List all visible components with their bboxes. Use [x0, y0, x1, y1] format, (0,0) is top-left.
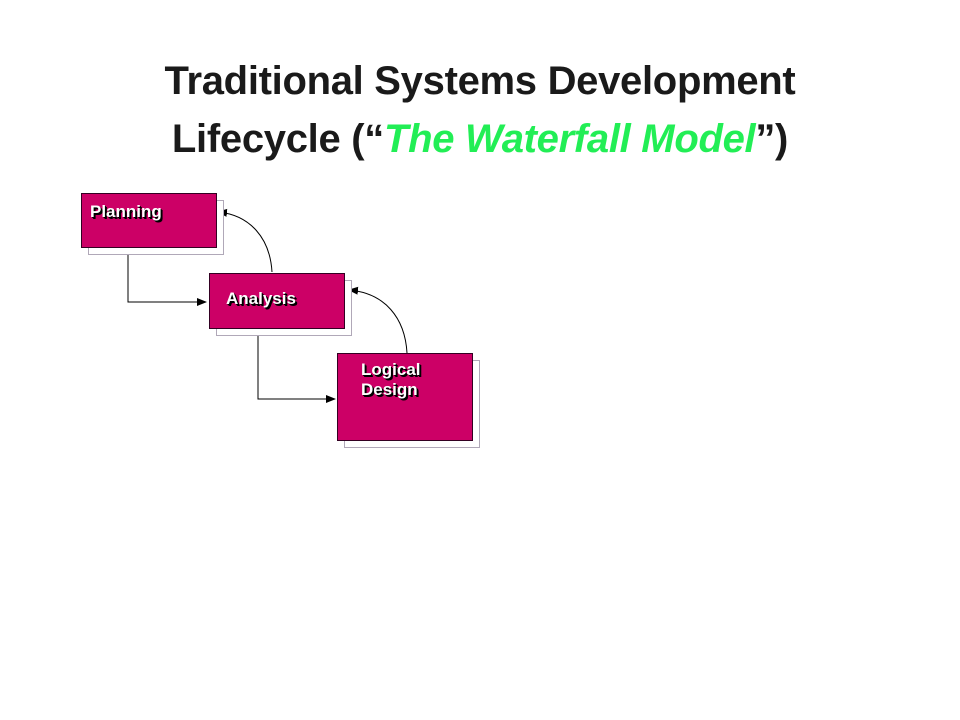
connector-planning-to-analysis [127, 247, 207, 306]
title-prefix: Lifecycle (“ [171, 117, 384, 161]
phase-label-logical: Logical [361, 360, 421, 379]
phase-box-logical-design [337, 353, 473, 441]
title-accent: The Waterfall Model [383, 117, 756, 161]
phase-label-logical-design: Logical Design [361, 360, 421, 400]
phase-label-design: Design [361, 380, 418, 399]
connector-analysis-to-logical-design [257, 328, 336, 403]
title-line-2: Lifecycle (“The Waterfall Model”) [0, 110, 960, 168]
phase-box-analysis [209, 273, 345, 329]
slide-title: Traditional Systems Development Lifecycl… [0, 52, 960, 168]
phase-box-planning [81, 193, 217, 248]
phase-label-planning: Planning [90, 202, 162, 221]
phase-label-analysis: Analysis [226, 289, 296, 308]
title-line-1: Traditional Systems Development [164, 59, 796, 103]
feedback-arrow-logical-design-to-analysis [348, 286, 408, 354]
feedback-arrow-analysis-to-planning [217, 208, 273, 273]
title-suffix: ”) [755, 117, 789, 161]
